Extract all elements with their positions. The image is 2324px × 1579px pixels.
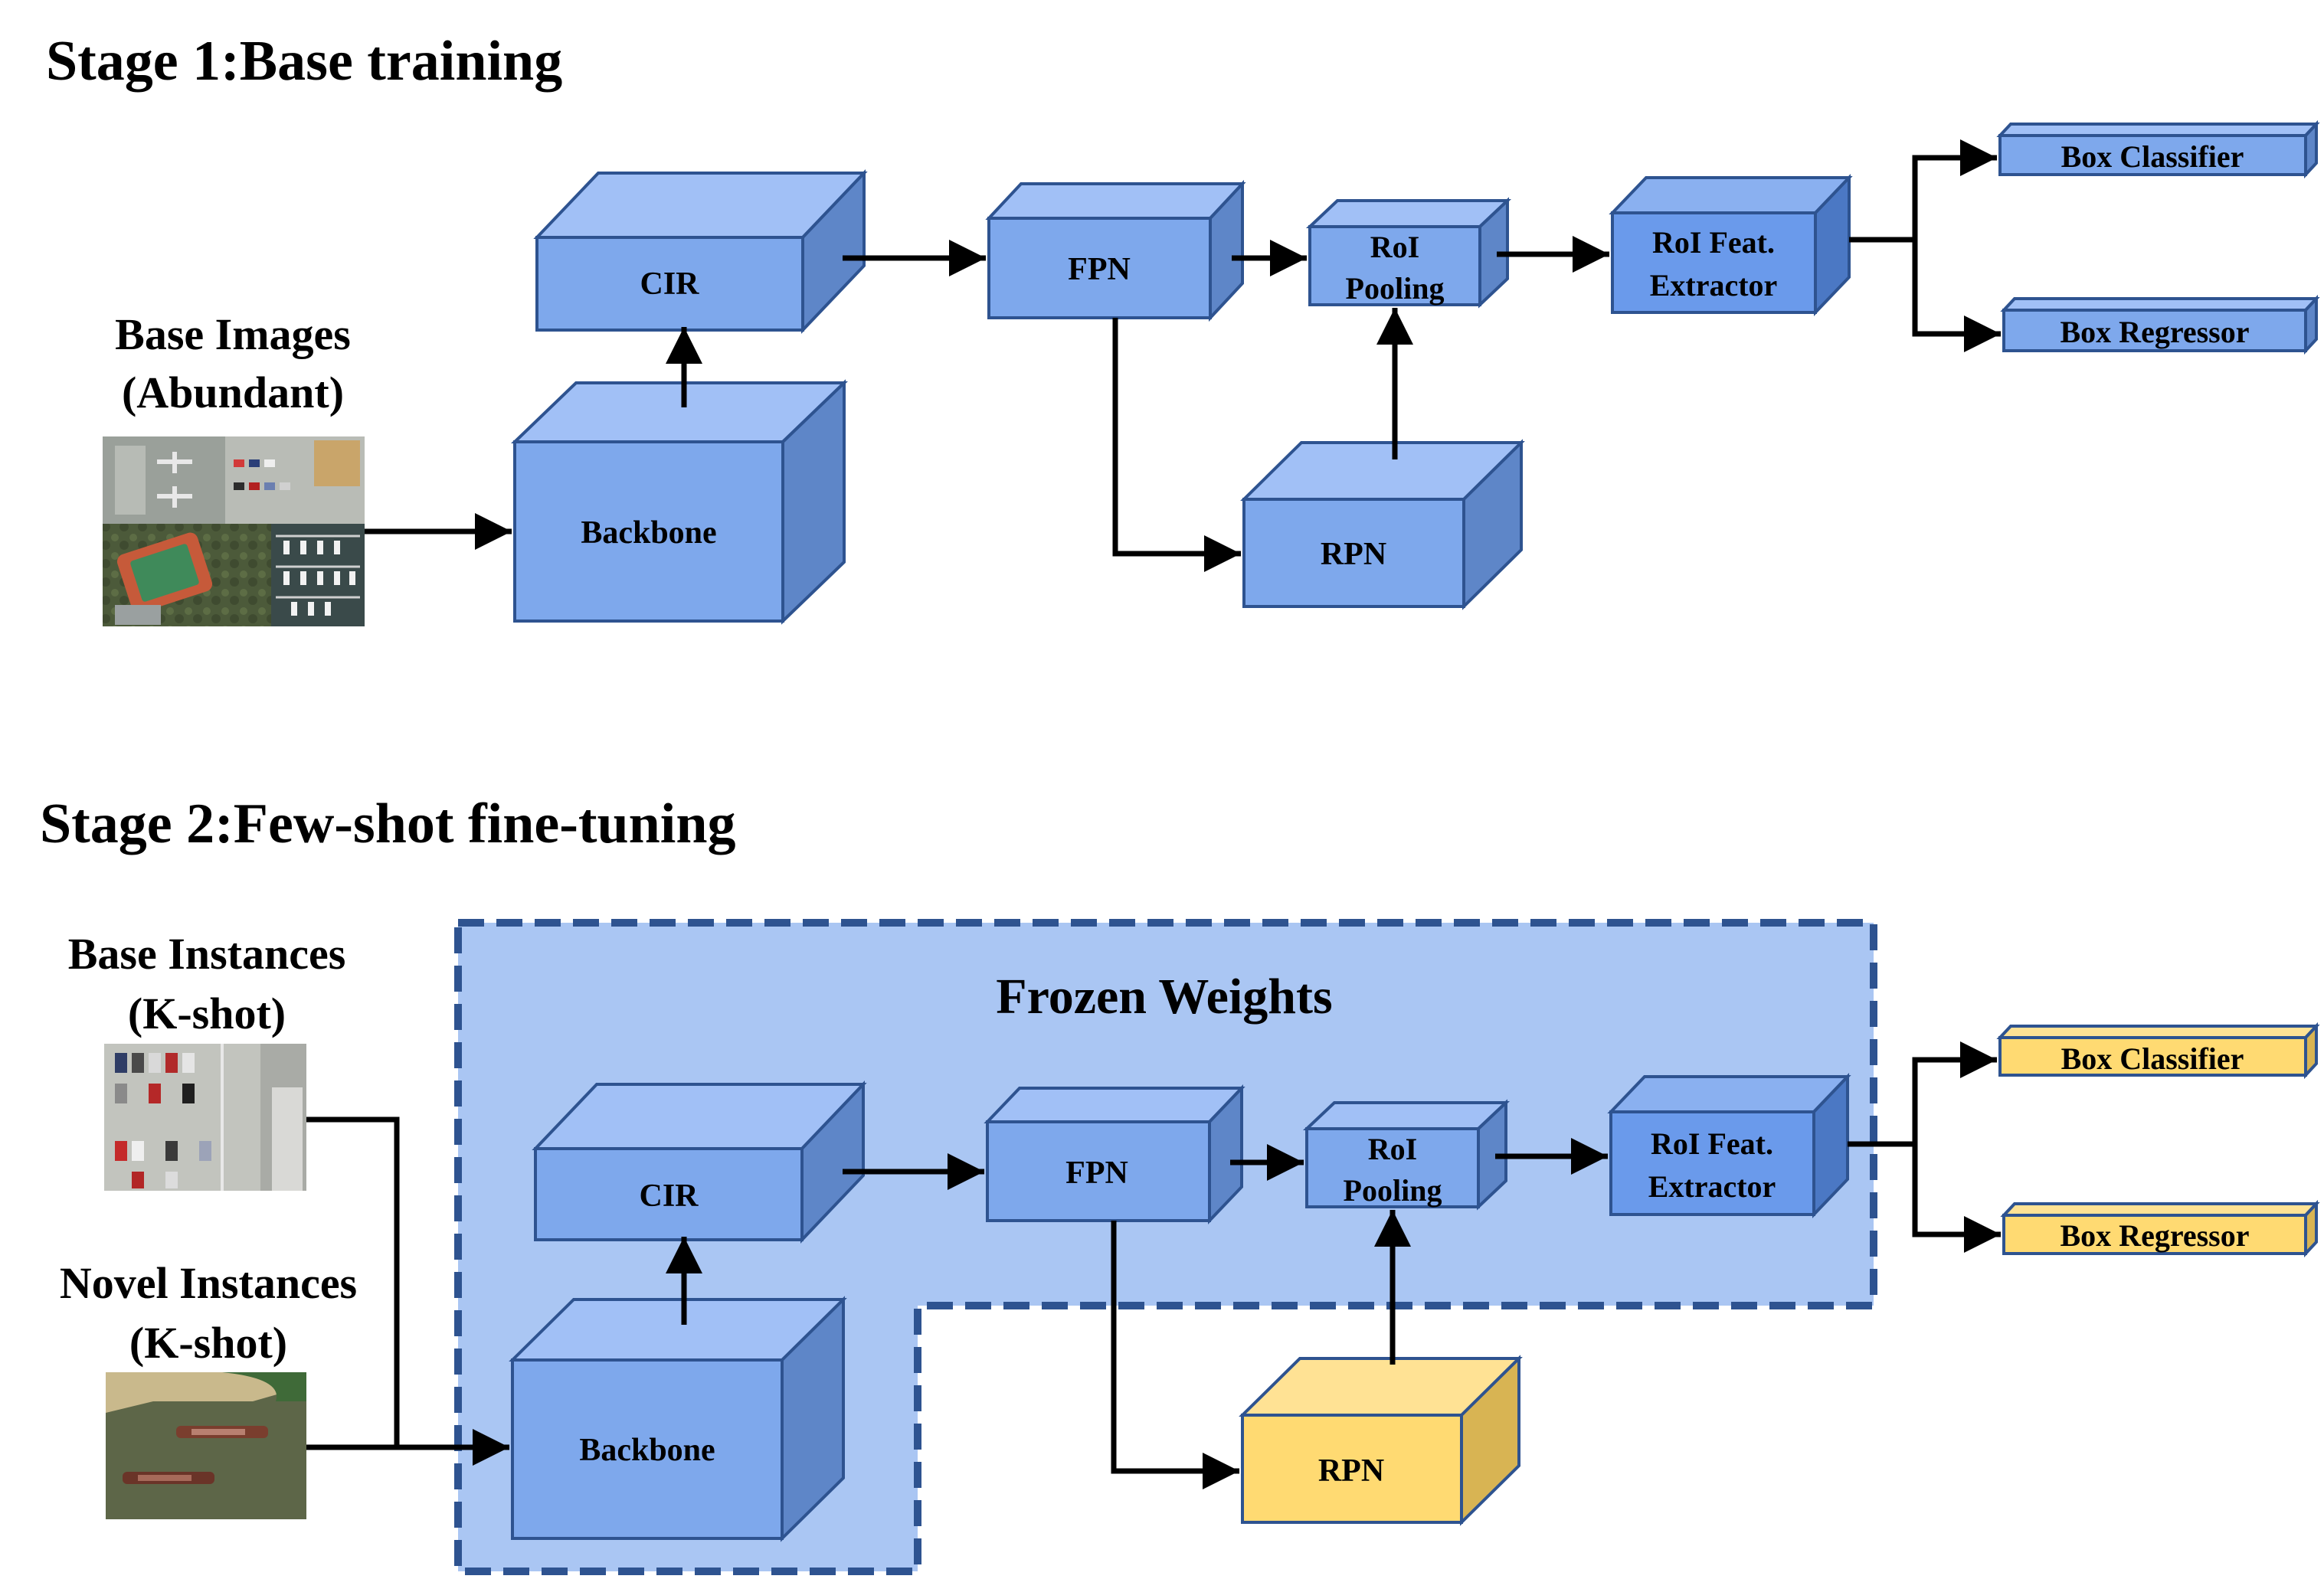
arrow-extractor-to-regressor: [1912, 240, 2001, 352]
base-images-thumbnail: [103, 436, 365, 626]
stage1-roi-extractor-label-2: Extractor: [1650, 268, 1778, 302]
stage2-rpn-block: RPN: [1239, 1355, 1523, 1526]
stage1-cir-block: CIR: [533, 169, 868, 334]
stage2-novel-caption-line1: Novel Instances: [60, 1258, 357, 1308]
arrow-extractor-to-regressor-s2: [1912, 1144, 2001, 1253]
stage2-backbone-block: Backbone: [509, 1296, 847, 1542]
stage2-box-regressor-block: Box Regressor: [2000, 1199, 2320, 1258]
novel-instances-thumbnail: [106, 1372, 306, 1519]
stage2-roi-extractor-label-2: Extractor: [1648, 1169, 1776, 1204]
stage2-rpn-label: RPN: [1318, 1453, 1384, 1489]
stage1-arrows: [365, 139, 2001, 572]
stage1-box-classifier-label: Box Classifier: [2061, 139, 2244, 174]
stage2-box-regressor-label: Box Regressor: [2061, 1218, 2250, 1253]
stage1-box-regressor-block: Box Regressor: [2000, 294, 2320, 355]
stage2-fpn-block: FPN: [984, 1084, 1245, 1224]
arrow-extractor-to-classifier: [1849, 139, 1997, 243]
stage1-roi-extractor-label-1: RoI Feat.: [1652, 225, 1775, 260]
frozen-weights-label: Frozen Weights: [996, 969, 1332, 1025]
stage1-input-caption-line2: (Abundant): [122, 368, 344, 417]
stage1-fpn-label: FPN: [1068, 252, 1131, 287]
stage1-roi-pooling-label-2: Pooling: [1346, 271, 1445, 306]
stage2-roi-pooling-label-2: Pooling: [1344, 1173, 1442, 1208]
stage1-input-caption-line1: Base Images: [115, 309, 351, 359]
stage2-box-classifier-label: Box Classifier: [2061, 1041, 2244, 1076]
stage1-backbone-label: Backbone: [581, 515, 716, 551]
stage2-roi-pooling-block: RoI Pooling: [1302, 1099, 1511, 1211]
stage2-cir-label: CIR: [639, 1179, 699, 1214]
arrow-fpn-to-rpn: [1112, 318, 1241, 572]
stage1-roi-extractor-block: RoI Feat. Extractor: [1609, 174, 1853, 316]
base-instances-thumbnail: [104, 1044, 306, 1191]
stage2-arrows: [306, 1041, 2001, 1489]
stage1-backbone-block: Backbone: [511, 379, 848, 625]
arrow-fpn-to-rpn-s2: [1111, 1221, 1239, 1489]
stage1-roi-pooling-label-1: RoI: [1370, 230, 1419, 264]
stage1-fpn-block: FPN: [985, 179, 1246, 322]
stage1-rpn-label: RPN: [1321, 537, 1386, 572]
stage2-base-caption-line1: Base Instances: [68, 929, 346, 979]
stage2-cir-block: CIR: [532, 1080, 867, 1244]
stage2-base-caption-line2: (K-shot): [128, 989, 286, 1038]
stage2-roi-pooling-label-1: RoI: [1368, 1132, 1417, 1166]
stage1-box-regressor-label: Box Regressor: [2061, 315, 2250, 349]
arrow-extractor-to-classifier-s2: [1848, 1041, 1997, 1147]
stage1-title: Stage 1:Base training: [46, 30, 562, 93]
stage1-cir-label: CIR: [640, 266, 699, 302]
stage2-roi-extractor-label-1: RoI Feat.: [1651, 1126, 1773, 1161]
stage2-title: Stage 2:Few-shot fine-tuning: [40, 793, 736, 855]
stage2-novel-caption-line2: (K-shot): [129, 1318, 287, 1368]
stage1-roi-pooling-block: RoI Pooling: [1305, 197, 1512, 309]
stage2-backbone-label: Backbone: [579, 1433, 715, 1468]
stage2-box-classifier-block: Box Classifier: [1996, 1022, 2320, 1080]
stage2-fpn-label: FPN: [1065, 1156, 1128, 1191]
arrow-base-instances-merge: [306, 1116, 400, 1447]
stage2-roi-extractor-block: RoI Feat. Extractor: [1607, 1073, 1851, 1218]
stage1-rpn-block: RPN: [1240, 439, 1525, 610]
stage1-box-classifier-block: Box Classifier: [1996, 119, 2320, 179]
